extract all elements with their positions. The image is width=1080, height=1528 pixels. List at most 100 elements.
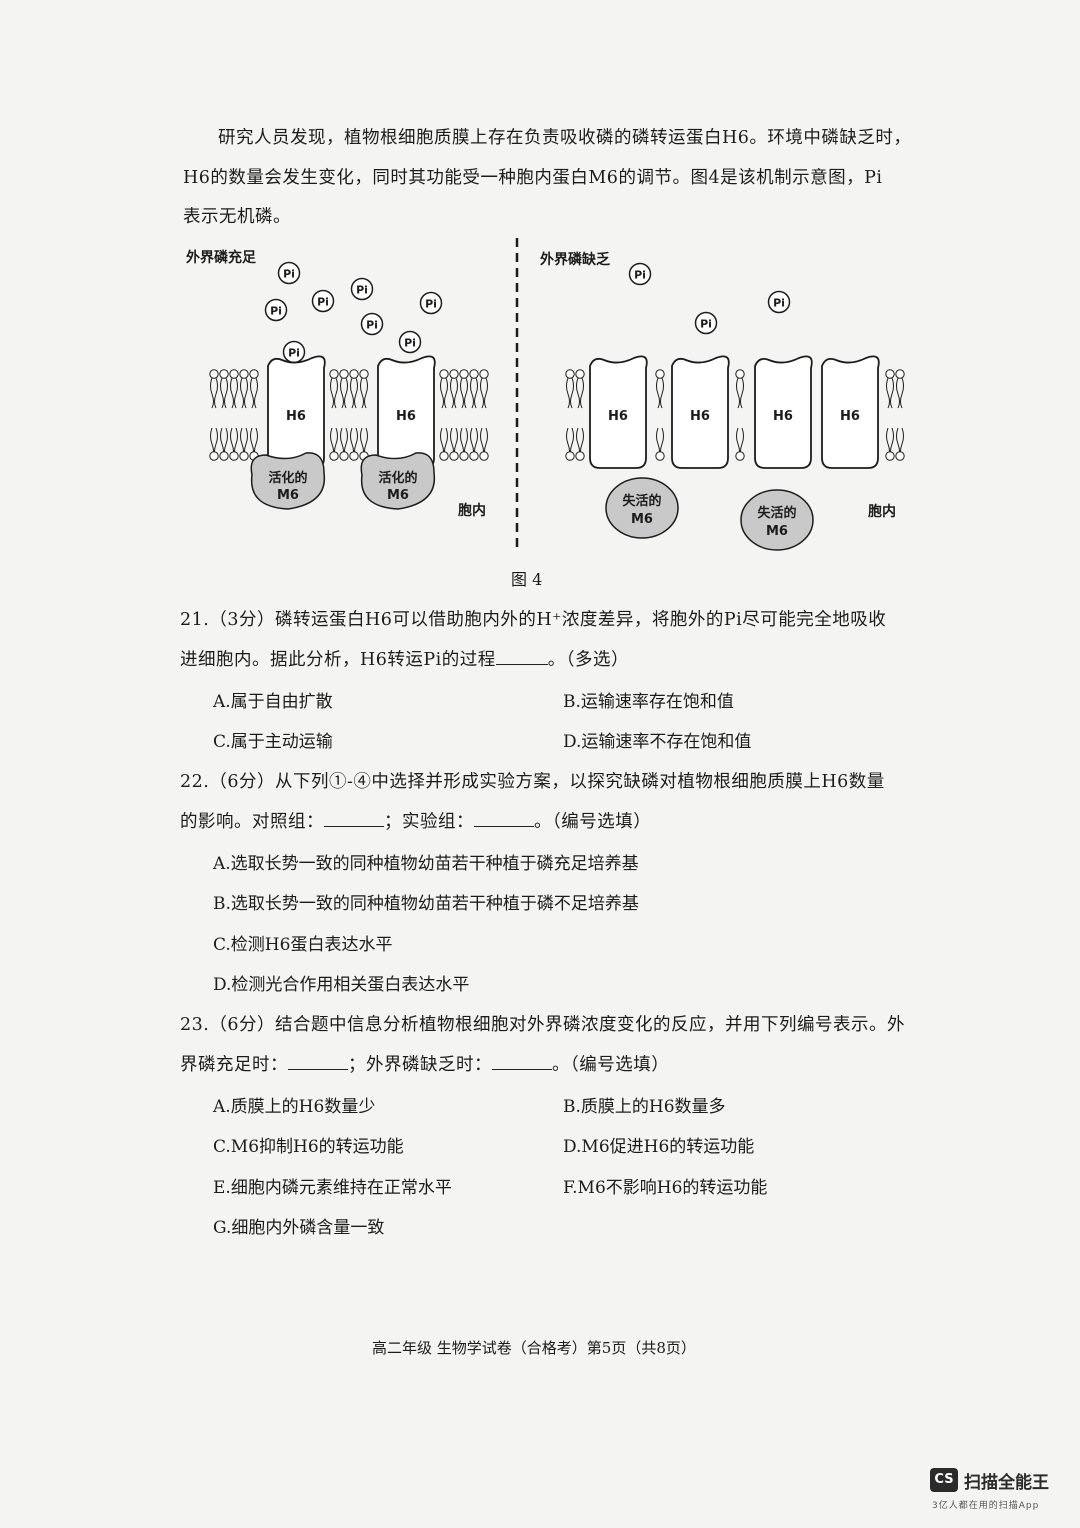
q23-option-b: B.质膜上的H6数量多 xyxy=(563,1097,726,1117)
lipid-head-icon xyxy=(655,451,665,461)
h6-transporter-protein xyxy=(589,355,648,469)
lipid-head-icon xyxy=(469,369,479,379)
pi-label: Pi xyxy=(366,319,378,332)
pi-molecule-icon xyxy=(277,261,301,285)
lipid-tail-icon xyxy=(240,377,248,409)
right-panel-title: 外界磷缺乏 xyxy=(540,251,610,268)
q21-answer-blank[interactable] xyxy=(495,650,548,665)
lipid-head-icon xyxy=(349,369,359,379)
q22-option-d: D.检测光合作用相关蛋白表达水平 xyxy=(213,975,470,995)
cs-logo-icon: CS xyxy=(930,1468,958,1492)
lipid-tail-icon xyxy=(886,377,894,409)
q23-deficient-blank[interactable] xyxy=(492,1055,552,1070)
q22-experiment-blank[interactable] xyxy=(474,812,534,827)
pi-label: Pi xyxy=(700,318,712,331)
inside-label-right: 胞内 xyxy=(867,503,896,520)
pi-label: Pi xyxy=(288,347,300,360)
q21-stem-line-1: 21.（3分）磷转运蛋白H6可以借助胞内外的H⁺浓度差异，将胞外的Pi尽可能完全… xyxy=(180,610,887,630)
lipid-head-icon xyxy=(439,451,449,461)
lipid-head-icon xyxy=(339,451,349,461)
watermark-name: 扫描全能王 xyxy=(964,1473,1049,1493)
lipid-tail-icon xyxy=(896,377,904,409)
lipid-head-icon xyxy=(249,369,259,379)
pi-label: Pi xyxy=(283,268,295,281)
lipid-head-icon xyxy=(209,451,219,461)
lipid-head-icon xyxy=(239,369,249,379)
q21-stem-line-2: 进细胞内。据此分析，H6转运Pi的过程 。（多选） xyxy=(180,646,629,671)
lipid-tail-icon xyxy=(576,377,584,409)
h6-label: H6 xyxy=(608,409,628,424)
q21-stem-text-a: 进细胞内。据此分析，H6转运Pi的过程 xyxy=(180,650,496,670)
lipid-tail-icon xyxy=(480,377,488,409)
lipid-head-icon xyxy=(219,451,229,461)
q22-stem-text-c: 。（编号选填） xyxy=(534,812,652,832)
page-footer: 高二年级 生物学试卷（合格考）第5页（共8页） xyxy=(372,1339,696,1357)
q23-option-e: E.细胞内磷元素维持在正常水平 xyxy=(213,1178,452,1198)
h6-label: H6 xyxy=(396,409,416,424)
intro-line-1: 研究人员发现，植物根细胞质膜上存在负责吸收磷的磷转运蛋白H6。环境中磷缺乏时， xyxy=(218,128,912,148)
pi-molecule-icon xyxy=(767,290,791,314)
active-m6-protein xyxy=(250,452,326,510)
inactive-m6-label: M6 xyxy=(766,524,788,539)
q23-stem-text-b: ；外界磷缺乏时： xyxy=(348,1055,492,1075)
lipid-head-icon xyxy=(359,369,369,379)
lipid-tail-icon xyxy=(566,377,574,409)
lipid-head-icon xyxy=(459,451,469,461)
intro-line-2: H6的数量会发生变化，同时其功能受一种胞内蛋白M6的调节。图4是该机制示意图，P… xyxy=(183,168,883,188)
lipid-tail-icon xyxy=(656,377,664,409)
q23-option-f: F.M6不影响H6的转运功能 xyxy=(563,1178,768,1198)
pi-molecule-icon xyxy=(694,311,718,335)
lipid-head-icon xyxy=(895,369,905,379)
lipid-head-icon xyxy=(219,369,229,379)
lipid-tail-icon xyxy=(210,377,218,409)
lipid-tail-icon xyxy=(340,377,348,409)
pi-molecule-icon xyxy=(350,277,374,301)
active-m6-label: 活化的 xyxy=(268,470,307,486)
lipid-tail-icon xyxy=(250,377,258,409)
q22-control-blank[interactable] xyxy=(324,812,384,827)
inactive-m6-protein xyxy=(605,477,679,539)
lipid-tail-icon xyxy=(350,377,358,409)
q22-option-a: A.选取长势一致的同种植物幼苗若干种植于磷充足培养基 xyxy=(213,854,639,874)
q23-option-a: A.质膜上的H6数量少 xyxy=(213,1097,376,1117)
q21-stem-text-b: 。（多选） xyxy=(547,650,630,670)
inside-label-left: 胞内 xyxy=(457,502,486,519)
pi-label: Pi xyxy=(317,296,329,309)
lipid-head-icon xyxy=(469,451,479,461)
pi-molecule-icon xyxy=(360,312,384,336)
lipid-head-icon xyxy=(459,369,469,379)
inactive-m6-label: 失活的 xyxy=(757,505,796,521)
pi-molecule-icon xyxy=(419,291,443,315)
q23-stem-line-1: 23.（6分）结合题中信息分析植物根细胞对外界磷浓度变化的反应，并用下列编号表示… xyxy=(180,1015,905,1035)
q21-option-d: D.运输速率不存在饱和值 xyxy=(563,732,752,752)
pi-molecule-icon xyxy=(311,289,335,313)
lipid-head-icon xyxy=(449,451,459,461)
active-m6-label: M6 xyxy=(387,488,409,503)
lipid-tail-icon xyxy=(470,377,478,409)
active-m6-protein xyxy=(360,452,436,510)
h6-transporter-protein xyxy=(671,355,730,469)
pi-label: Pi xyxy=(773,297,785,310)
lipid-head-icon xyxy=(895,451,905,461)
h6-label: H6 xyxy=(773,409,793,424)
h6-label: H6 xyxy=(286,409,306,424)
lipid-head-icon xyxy=(479,369,489,379)
lipid-head-icon xyxy=(349,451,359,461)
lipid-tail-icon xyxy=(230,377,238,409)
lipid-tail-icon xyxy=(440,377,448,409)
lipid-head-icon xyxy=(479,451,489,461)
q23-sufficient-blank[interactable] xyxy=(288,1055,348,1070)
watermark-subtitle: 3亿人都在用的扫描App xyxy=(932,1501,1040,1511)
lipid-tail-icon xyxy=(220,377,228,409)
lipid-head-icon xyxy=(439,369,449,379)
inactive-m6-label: M6 xyxy=(631,512,653,527)
q23-stem-text-c: 。（编号选填） xyxy=(552,1055,670,1075)
lipid-head-icon xyxy=(229,451,239,461)
inactive-m6-protein xyxy=(740,489,814,551)
q23-stem-text-a: 界磷充足时： xyxy=(180,1055,288,1075)
lipid-head-icon xyxy=(329,369,339,379)
q23-option-c: C.M6抑制H6的转运功能 xyxy=(213,1137,404,1157)
lipid-head-icon xyxy=(565,451,575,461)
lipid-head-icon xyxy=(209,369,219,379)
